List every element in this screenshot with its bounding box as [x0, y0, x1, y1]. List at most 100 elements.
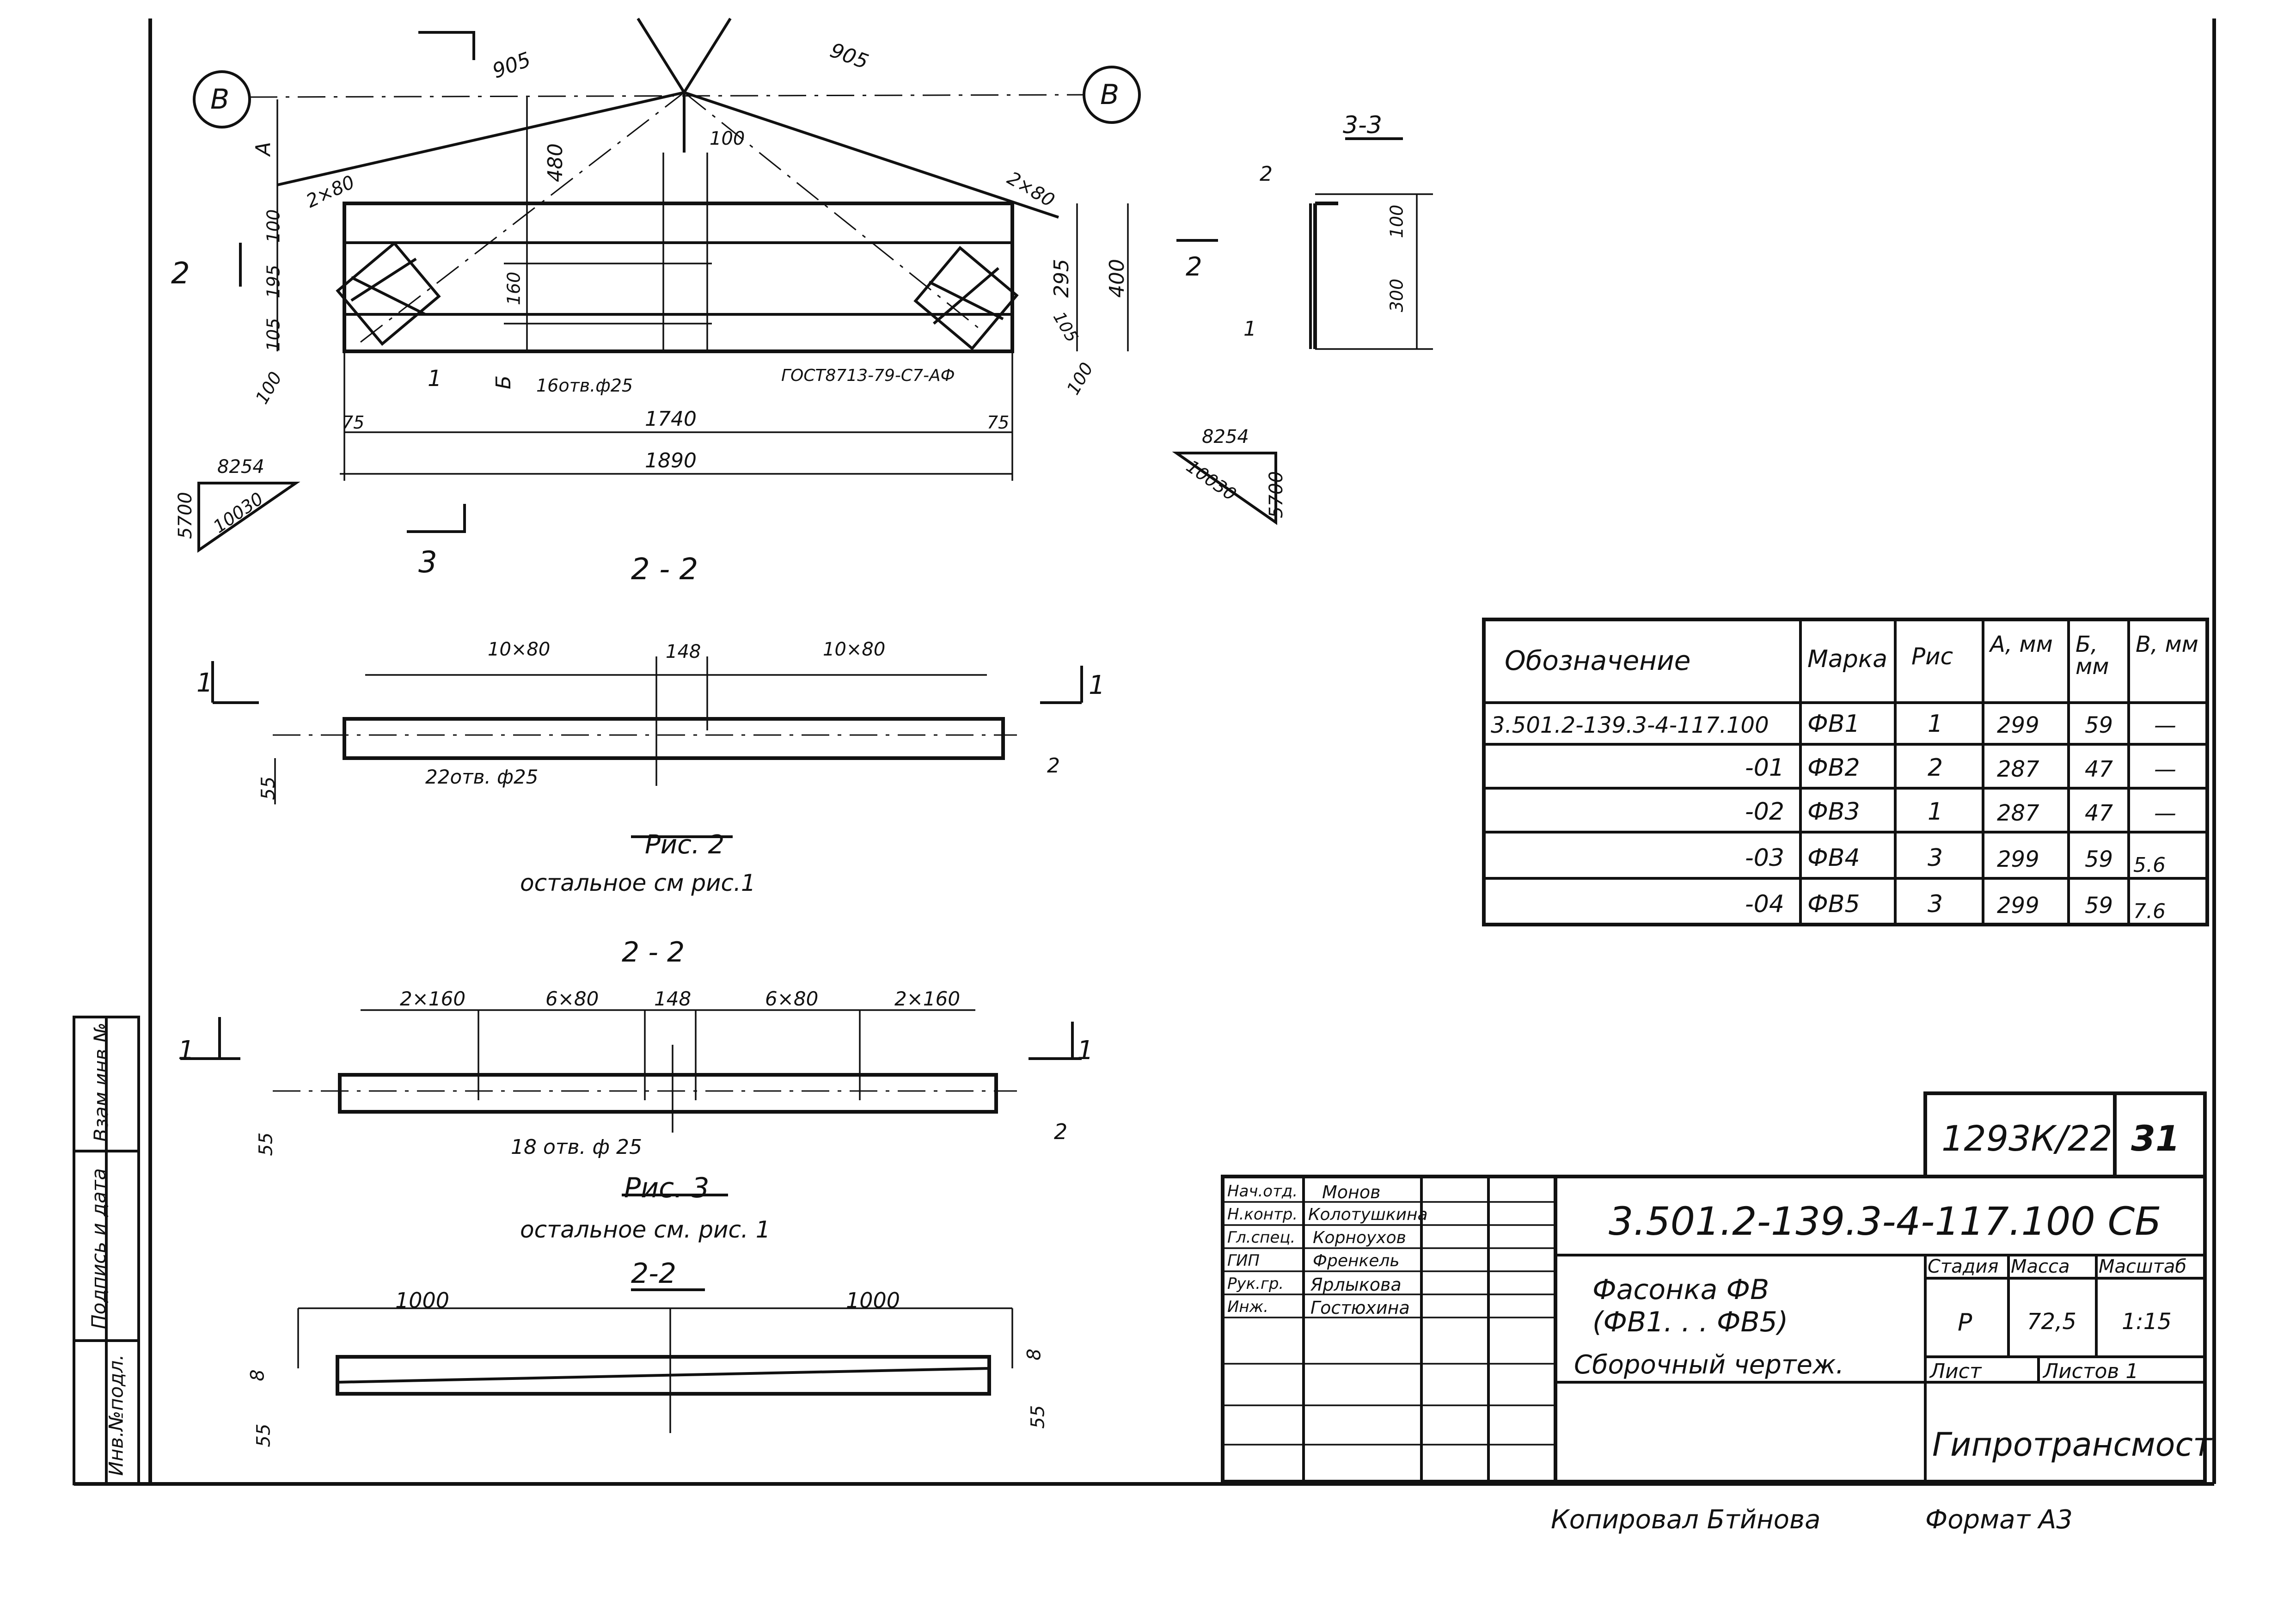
album-number: 1293К/22: [1941, 1118, 2112, 1159]
marker-right: В: [1100, 79, 1120, 111]
tri-left-top: 8254: [217, 456, 264, 478]
title-block-grid: [1221, 1091, 2207, 1483]
marker-left-circle: [193, 70, 251, 129]
section-33-part-2: 2: [1260, 162, 1273, 186]
spec-header-designation: Обозначение: [1505, 645, 1691, 676]
fig2-sec-right: 1: [1089, 670, 1105, 700]
table-cell: 2: [1928, 754, 1943, 782]
fig3-dim-e: 2×160: [894, 987, 961, 1010]
table-cell: 1: [1928, 798, 1943, 826]
top-view: [193, 18, 1277, 553]
stage-label: Стадия: [1928, 1256, 1999, 1277]
fig3-note: остальное см. рис. 1: [520, 1216, 771, 1243]
spec-header-a: А, мм: [1990, 631, 2053, 657]
table-cell: 47: [2085, 756, 2113, 782]
table-cell: 59: [2085, 712, 2113, 738]
sheet-frame: [74, 18, 2216, 1486]
table-cell: 59: [2085, 846, 2113, 872]
fig4-dim-left: 1000: [395, 1288, 450, 1313]
dim-1740: 1740: [645, 407, 697, 431]
mass-label: Масса: [2011, 1256, 2070, 1277]
fig4-view: [297, 1288, 1013, 1433]
spec-header-b: Б, мм: [2076, 631, 2109, 680]
fig2-sec-left: 1: [196, 668, 213, 698]
fig3-dim-55: 55: [255, 1132, 277, 1156]
table-cell: ФВ5: [1807, 890, 1860, 918]
dim-100-left: 100: [263, 209, 284, 243]
tri-right-side: 5700: [1265, 471, 1287, 518]
table-cell: 3.501.2-139.3-4-117.100: [1491, 712, 1769, 738]
table-cell: 47: [2085, 800, 2113, 826]
fig3-dim-c: 148: [654, 987, 692, 1010]
fig2-dim-55: 55: [257, 776, 279, 800]
role-name: Монов: [1322, 1182, 1381, 1202]
section-mark-2-right: 2: [1186, 252, 1202, 282]
spec-header-c: В, мм: [2136, 631, 2198, 657]
tri-right-top: 8254: [1202, 426, 1249, 447]
table-cell: 1: [1928, 710, 1943, 738]
drawing-type: Сборочный чертеж.: [1574, 1350, 1844, 1380]
fig2-holes: 22отв. ф25: [425, 766, 539, 788]
table-cell: —: [2154, 712, 2176, 738]
role-label: Рук.гр.: [1227, 1275, 1284, 1293]
fig4-dim-55-left: 55: [253, 1423, 275, 1447]
fig2-view: [211, 656, 1083, 838]
copied-by: Копировал Бтйнова: [1551, 1505, 1821, 1535]
fig3-sec-left: 1: [178, 1036, 195, 1066]
table-cell: -03: [1745, 844, 1784, 872]
dim-75-left: 75: [342, 412, 365, 433]
plate-outline: [343, 202, 1014, 353]
dim-1890: 1890: [645, 449, 697, 472]
fig2-part-2: 2: [1047, 754, 1060, 778]
sheet-label: Лист: [1930, 1360, 1982, 1383]
fig2-dim-left: 10×80: [488, 639, 551, 660]
part-1-label: 1: [428, 366, 442, 392]
fig2-title: 2 - 2: [631, 552, 698, 587]
dim-195: 195: [263, 264, 284, 299]
mass-value: 72,5: [2027, 1309, 2076, 1335]
section-33-dim-100: 100: [1386, 204, 1407, 239]
dim-295: 295: [1049, 259, 1073, 298]
table-cell: -04: [1745, 890, 1784, 918]
table-cell: 7.6: [2133, 900, 2166, 923]
section-33-part-1: 1: [1243, 317, 1256, 341]
fig4-dim-8-right: 8: [1023, 1348, 1045, 1360]
dim-105-left: 105: [263, 318, 284, 352]
dim-b: Б: [492, 375, 516, 390]
section-33-view: [1309, 137, 1433, 350]
role-label: Инж.: [1227, 1298, 1269, 1316]
fig4-dim-right: 1000: [846, 1288, 900, 1313]
fig3-sec-right: 1: [1077, 1036, 1094, 1066]
table-cell: ФВ3: [1807, 798, 1860, 826]
role-label: ГИП: [1227, 1251, 1260, 1270]
dim-a: А: [251, 141, 276, 156]
fig2-dim-right: 10×80: [823, 639, 886, 660]
role-name: Ярлыкова: [1310, 1275, 1402, 1295]
dim-480: 480: [543, 143, 567, 182]
table-cell: -02: [1745, 798, 1784, 826]
table-cell: ФВ4: [1807, 844, 1860, 872]
sheets-total: Листов 1: [2043, 1360, 2139, 1383]
table-cell: 299: [1997, 893, 2039, 919]
table-cell: 3: [1928, 844, 1943, 872]
section-mark-3: 3: [418, 545, 437, 580]
role-label: Н.контр.: [1227, 1205, 1298, 1224]
scale-label: Масштаб: [2099, 1256, 2187, 1277]
side-stamp: [73, 1016, 140, 1485]
fig3-title: 2 - 2: [622, 936, 685, 968]
dim-75-right: 75: [987, 412, 1010, 433]
fig3-dim-b: 6×80: [545, 987, 599, 1010]
doc-code: 3.501.2-139.3-4-117.100 СБ: [1609, 1199, 2161, 1244]
side-sign-date: Подпись и дата: [87, 1168, 110, 1329]
table-cell: 59: [2085, 893, 2113, 919]
dim-400: 400: [1105, 259, 1129, 298]
role-label: Гл.спец.: [1227, 1228, 1296, 1247]
table-cell: —: [2154, 800, 2176, 826]
section-mark-2-left: 2: [171, 257, 190, 291]
fig2-dim-mid: 148: [666, 641, 701, 662]
fig3-caption: Рис. 3: [624, 1172, 710, 1204]
sheet-format: Формат А3: [1925, 1505, 2073, 1535]
role-name: Корноухов: [1313, 1228, 1406, 1247]
